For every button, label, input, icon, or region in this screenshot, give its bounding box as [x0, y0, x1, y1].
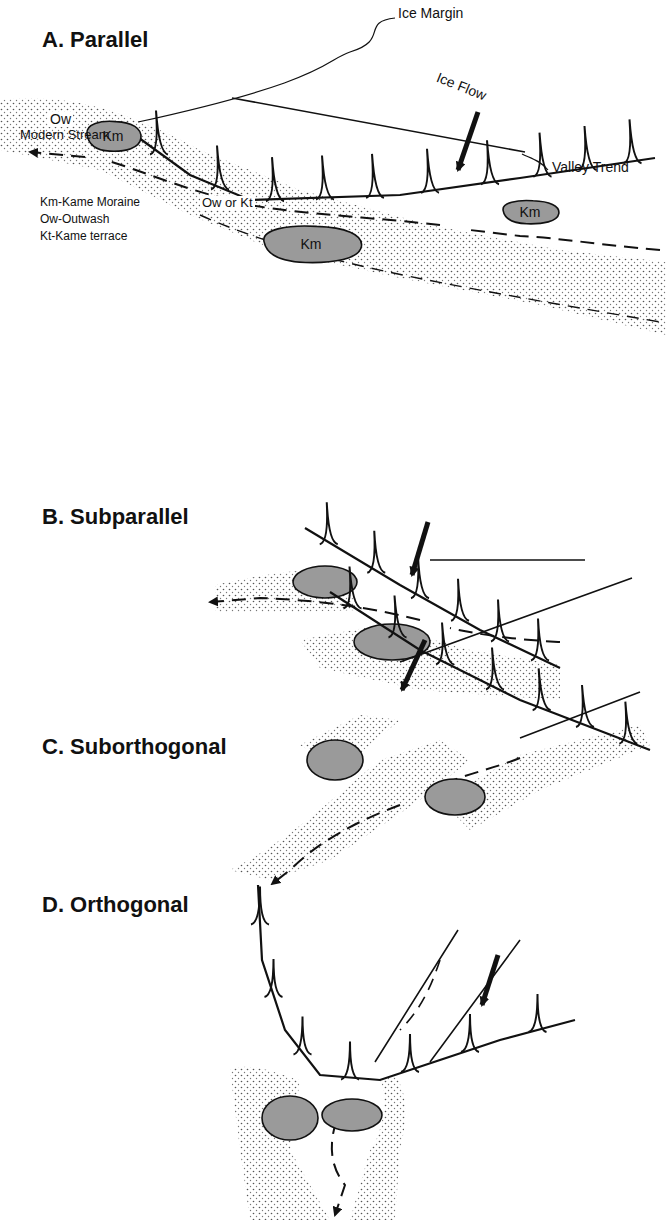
ice-margin [258, 885, 575, 1080]
kame-moraine [293, 566, 357, 598]
kame-moraine [307, 740, 363, 780]
key-entry: Km-Kame Moraine [40, 196, 140, 209]
margin-barb [265, 959, 283, 997]
valley-trend-line [232, 98, 525, 152]
margin-barb [624, 119, 642, 163]
kame-moraine [425, 779, 485, 815]
valley-trend-line [400, 578, 640, 738]
unit-symbol: Ow [48, 112, 73, 127]
margin-barb [316, 156, 334, 200]
margin-barb [576, 685, 594, 727]
margin-barb [461, 1014, 479, 1052]
unit-symbol: Km [255, 222, 367, 252]
margin-barb [451, 579, 469, 621]
ice-flow-arrow [482, 955, 498, 1005]
ice-margin [330, 592, 650, 750]
callout-label: Ice Margin [398, 6, 463, 21]
valley-trend-line [375, 930, 520, 1062]
callout-label: Ice Flow [434, 70, 488, 104]
kame-moraine-blob: Km [255, 222, 367, 266]
margin-barb [486, 648, 504, 690]
panel-title: A. Parallel [42, 28, 148, 52]
margin-barb [366, 154, 384, 198]
unit-symbol: Ow or Kt [200, 196, 255, 210]
margin-barb [320, 502, 338, 544]
leader-line [522, 154, 548, 170]
ice-margin [128, 130, 655, 200]
dashed-line [200, 215, 660, 322]
dashed-line [400, 960, 440, 1030]
kame-moraine-blob: Km [498, 198, 562, 226]
margin-barb [211, 146, 229, 190]
panel-title: B. Subparallel [42, 505, 189, 529]
kame-moraine [262, 1096, 318, 1140]
valley-trend-line [430, 559, 585, 561]
margin-barb [367, 531, 385, 573]
key-entry: Ow-Outwash [40, 213, 109, 226]
kame-moraine [322, 1099, 382, 1131]
ice-margin [305, 528, 560, 668]
margin-barb [534, 133, 552, 177]
margin-barb [344, 567, 362, 609]
margin-barb [251, 887, 269, 925]
ice-flow-arrow [402, 640, 425, 690]
margin-barb [421, 149, 439, 193]
callout-label: Valley Trend [552, 160, 629, 175]
margin-barb [619, 702, 637, 744]
ice-flow-arrow [412, 522, 428, 575]
callout-label: Modern Stream [20, 128, 110, 142]
leader-line [138, 18, 395, 122]
margin-barb [341, 1042, 359, 1080]
panel-title: D. Orthogonal [42, 893, 189, 917]
margin-barb [266, 157, 284, 201]
margin-barb [294, 1017, 312, 1055]
margin-barb [401, 1034, 419, 1072]
ice-flow-arrow [458, 112, 478, 170]
key-entry: Kt-Kame terrace [40, 230, 127, 243]
margin-barb [533, 668, 551, 710]
margin-barb [389, 596, 407, 638]
panel-title: C. Suborthogonal [42, 735, 227, 759]
modern-stream [272, 758, 520, 884]
margin-barb [529, 994, 547, 1032]
unit-symbol: Km [498, 198, 562, 220]
